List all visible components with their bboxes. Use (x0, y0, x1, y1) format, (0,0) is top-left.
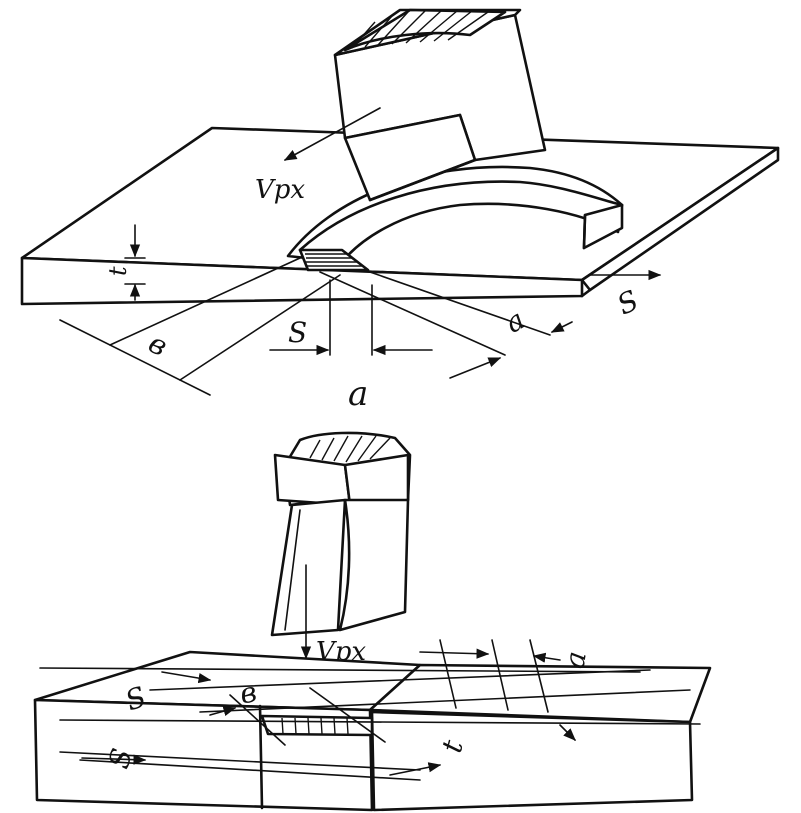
caption-a: a (348, 374, 368, 414)
dim-a-arrow-right (532, 652, 561, 663)
dimension-b: в (59, 257, 341, 396)
dimension-t: t (104, 224, 146, 301)
cutting-tool-b (270, 431, 412, 637)
dim-a-arrow-left (419, 648, 490, 659)
velocity-label: Vpx (255, 175, 305, 205)
dim-b-label-b: в (237, 675, 259, 710)
dim-s-right-label: S (612, 284, 643, 322)
dim-t-label: t (104, 266, 132, 276)
tool-b-section-hatching (309, 435, 391, 463)
right-block (368, 663, 712, 812)
dim-a-label: a (499, 303, 530, 340)
dim-t-arrow-top (559, 724, 576, 741)
dimension-lines-b (39, 639, 701, 781)
dimension-s: S (269, 279, 433, 356)
dim-s-left-arrow (81, 754, 147, 765)
dim-b-arrow (209, 706, 237, 717)
figure-a: Vpx t в S a (20, 8, 780, 414)
figure-b: Vpx (33, 431, 712, 812)
cutting-tool (333, 8, 547, 202)
tool-section-hatching (351, 10, 489, 49)
velocity-arrow (283, 107, 381, 161)
cut-zone-b (260, 714, 374, 737)
dim-a-label-b: a (558, 649, 593, 671)
dim-b-label: в (143, 326, 173, 363)
dim-t-arrow-bottom (389, 762, 442, 776)
cut-zone (298, 248, 370, 272)
dim-s-label: S (288, 316, 307, 349)
dim-s-top-arrow (161, 671, 212, 684)
